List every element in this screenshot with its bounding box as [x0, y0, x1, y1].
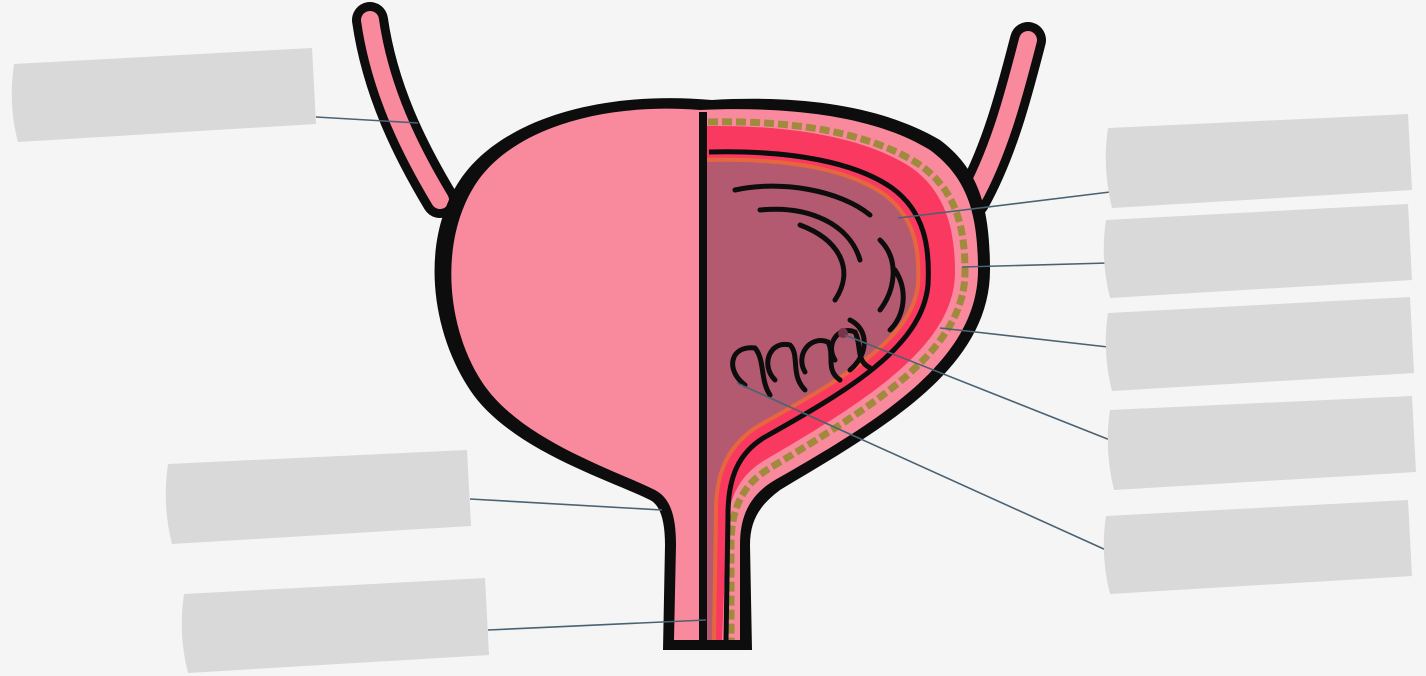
label-box-bladder-neck[interactable]: [166, 450, 471, 544]
label-box-ureteral-opening[interactable]: [1108, 396, 1416, 490]
label-box-trigone[interactable]: [1104, 500, 1412, 594]
label-box-ureter[interactable]: [12, 48, 316, 142]
leader-bladder-neck: [470, 499, 662, 510]
ureteral-opening-icon: [838, 328, 848, 338]
ureter-right-icon: [972, 40, 1028, 200]
label-box-detrusor[interactable]: [1106, 297, 1414, 391]
bladder-exterior-left: [451, 109, 700, 640]
label-box-urethra[interactable]: [182, 578, 489, 673]
label-box-rugae[interactable]: [1106, 114, 1412, 208]
label-box-serosa[interactable]: [1104, 204, 1412, 298]
ureter-left-icon: [370, 20, 440, 200]
